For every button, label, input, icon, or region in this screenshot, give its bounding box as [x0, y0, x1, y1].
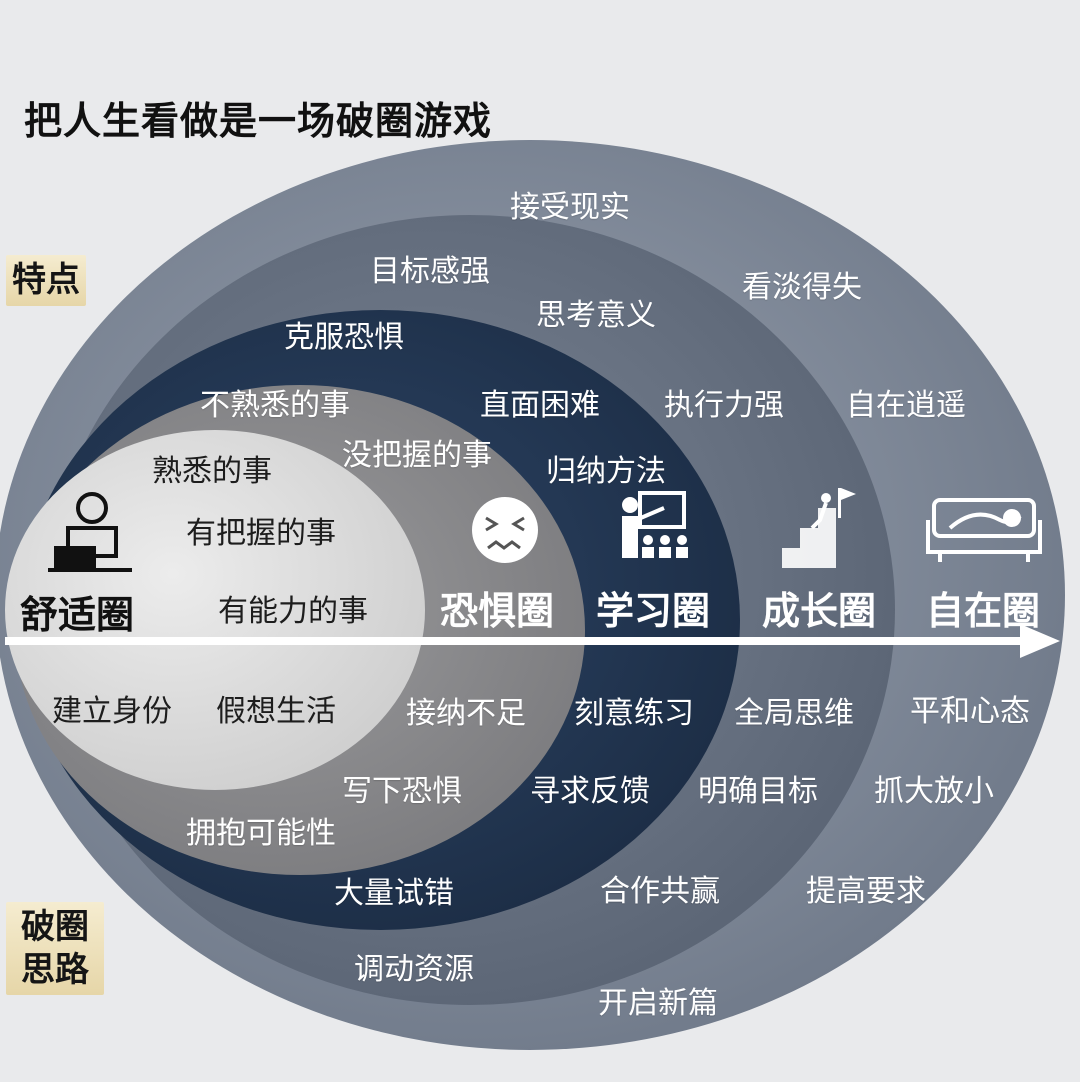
- growth-circle-name: 成长圈: [762, 589, 877, 633]
- fear-circle-name: 恐惧圈: [440, 589, 555, 633]
- learning-feature: 归纳方法: [546, 454, 666, 489]
- growth-strategy: 明确目标: [698, 774, 818, 809]
- features-tag: 特点: [6, 255, 86, 306]
- learning-circle-name: 学习圈: [596, 589, 711, 633]
- learning-strategy: 寻求反馈: [530, 774, 650, 809]
- growth-feature: 执行力强: [664, 388, 784, 423]
- progress-arrow: [5, 624, 1060, 658]
- freedom-circle-name: 自在圈: [926, 589, 1041, 633]
- comfort-feature: 有能力的事: [218, 594, 368, 629]
- learning-strategy: 刻意练习: [574, 696, 694, 731]
- breakout-ideas-tag: 破圈 思路: [6, 902, 104, 995]
- comfort-feature: 有把握的事: [186, 516, 336, 551]
- freedom-strategy: 开启新篇: [598, 986, 718, 1021]
- fear-strategy: 写下恐惧: [342, 774, 462, 809]
- freedom-feature: 接受现实: [510, 190, 630, 225]
- freedom-feature: 看淡得失: [742, 270, 862, 305]
- relaxing-on-sofa-icon: [926, 498, 1042, 562]
- freedom-strategy: 提高要求: [806, 874, 926, 909]
- comfort-circle-name: 舒适圈: [20, 593, 135, 637]
- fear-feature: 不熟悉的事: [200, 388, 350, 423]
- fear-feature: 克服恐惧: [284, 320, 404, 355]
- page-title: 把人生看做是一场破圈游戏: [24, 99, 493, 143]
- fear-strategy: 接纳不足: [406, 696, 526, 731]
- climbing-stairs-flag-icon: [782, 488, 856, 568]
- breakout-tag-line2: 思路: [21, 949, 89, 990]
- comfort-circle: [5, 430, 425, 790]
- anxious-face-icon: [472, 497, 538, 563]
- comfort-strategy: 建立身份: [52, 694, 172, 729]
- growth-strategy: 全局思维: [734, 696, 854, 731]
- learning-feature: 目标感强: [370, 254, 490, 289]
- teacher-at-board-icon: [622, 491, 688, 558]
- comfort-strategy: 假想生活: [216, 694, 336, 729]
- freedom-strategy: 平和心态: [910, 694, 1030, 729]
- learning-strategy: 调动资源: [354, 952, 474, 987]
- learning-feature: 直面困难: [480, 388, 600, 423]
- person-at-laptop-icon: [48, 492, 132, 572]
- freedom-strategy: 抓大放小: [874, 774, 994, 809]
- fear-strategy: 大量试错: [334, 876, 454, 911]
- fear-feature: 没把握的事: [342, 438, 492, 473]
- comfort-feature: 熟悉的事: [152, 454, 272, 489]
- breakout-tag-line1: 破圈: [21, 907, 89, 947]
- growth-feature: 思考意义: [536, 298, 656, 333]
- fear-strategy: 拥抱可能性: [186, 816, 336, 851]
- freedom-feature: 自在逍遥: [846, 388, 966, 423]
- growth-strategy: 合作共赢: [600, 874, 720, 909]
